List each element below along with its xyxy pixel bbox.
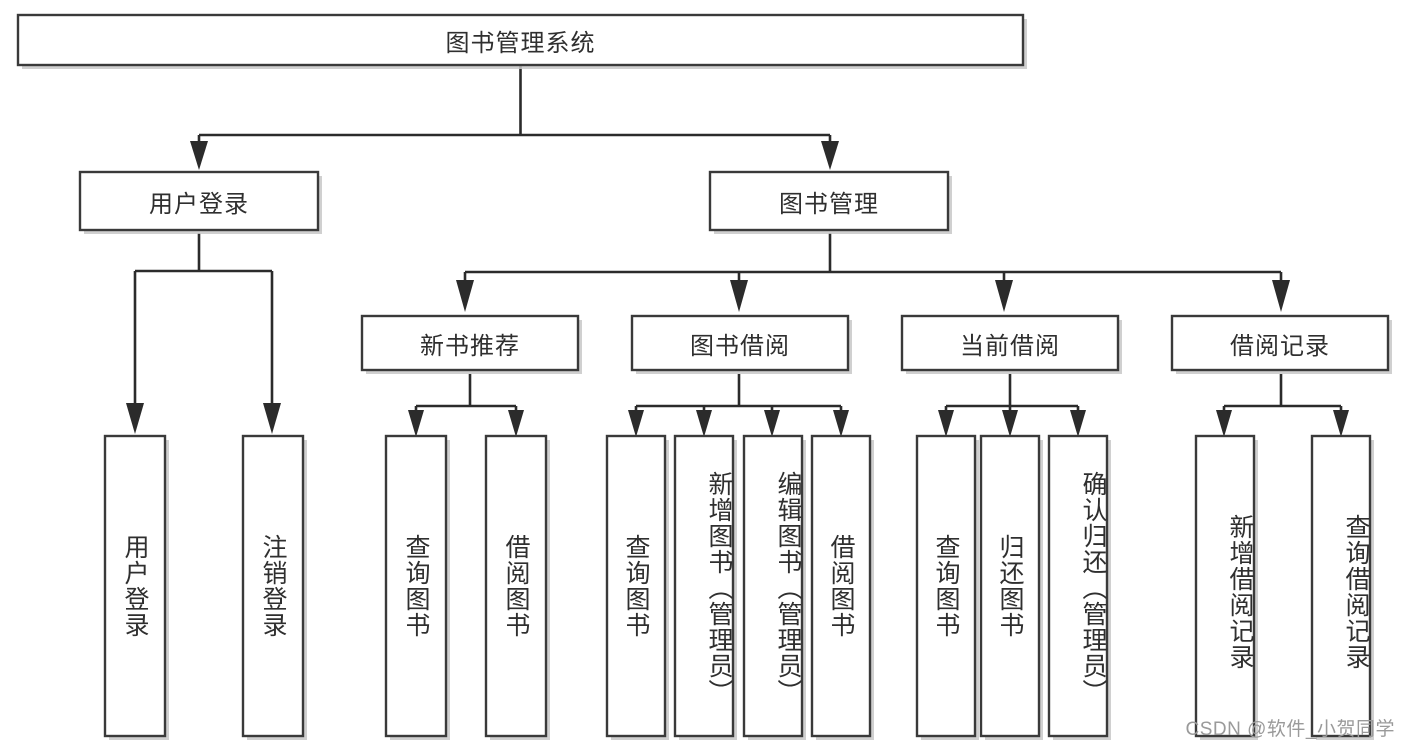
node-box-leaf-borrow-book-1[interactable] [484, 434, 548, 738]
arrow-to-new-book-recommend [456, 280, 474, 312]
node-box-leaf-query-book-3[interactable] [915, 434, 977, 738]
arrow-to-leaf-add-book [696, 410, 712, 437]
arrow-to-leaf-query-book-1 [408, 410, 424, 437]
node-box-new-book-recommend[interactable] [360, 314, 580, 372]
arrow-to-leaf-borrow-book-1 [508, 410, 524, 437]
connector-group-borrow-record [1216, 374, 1349, 437]
arrow-to-leaf-logout-login [263, 403, 281, 434]
node-box-user-login[interactable] [78, 170, 320, 232]
connector-group-book-borrow [628, 374, 849, 437]
arrow-to-leaf-return-book [1002, 410, 1018, 437]
node-box-leaf-confirm-return[interactable] [1047, 434, 1109, 738]
arrow-to-leaf-query-book-3 [938, 410, 954, 437]
node-box-leaf-logout-login[interactable] [241, 434, 305, 738]
node-box-leaf-query-record[interactable] [1310, 434, 1372, 738]
node-box-book-manage[interactable] [708, 170, 950, 232]
node-box-book-borrow[interactable] [630, 314, 850, 372]
node-box-root[interactable] [16, 13, 1025, 67]
node-box-leaf-edit-book[interactable] [742, 434, 804, 738]
arrow-to-book-manage [821, 141, 839, 170]
node-box-leaf-borrow-book-2[interactable] [810, 434, 872, 738]
connector-group-user-login [126, 233, 281, 434]
connector-group-root [190, 66, 839, 170]
arrow-to-leaf-query-book-2 [628, 410, 644, 437]
arrow-to-current-borrow [995, 280, 1013, 312]
node-box-leaf-user-login[interactable] [103, 434, 167, 738]
arrow-to-leaf-user-login [126, 403, 144, 434]
node-box-leaf-return-book[interactable] [979, 434, 1041, 738]
connector-group-book-manage [456, 233, 1290, 312]
arrow-to-leaf-confirm-return [1070, 410, 1086, 437]
connector-group-current-borrow [938, 374, 1086, 437]
connector-group-new-book-recommend [408, 374, 524, 437]
node-box-leaf-add-record[interactable] [1194, 434, 1256, 738]
arrow-to-borrow-record [1272, 280, 1290, 312]
node-box-leaf-add-book[interactable] [673, 434, 735, 738]
node-box-leaf-query-book-2[interactable] [605, 434, 667, 738]
arrow-to-book-borrow [730, 280, 748, 312]
node-box-current-borrow[interactable] [900, 314, 1120, 372]
arrow-to-leaf-query-record [1333, 410, 1349, 437]
arrow-to-user-login [190, 141, 208, 170]
arrow-to-leaf-edit-book [764, 410, 780, 437]
node-box-borrow-record[interactable] [1170, 314, 1390, 372]
arrow-to-leaf-add-record [1216, 410, 1232, 437]
arrow-to-leaf-borrow-book-2 [833, 410, 849, 437]
node-box-leaf-query-book-1[interactable] [384, 434, 448, 738]
